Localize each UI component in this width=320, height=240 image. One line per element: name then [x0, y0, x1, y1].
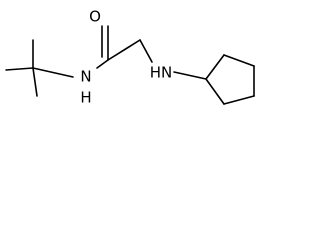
bond-amine-to-cyclopentyl	[173, 71, 207, 80]
cyclopentyl-ring	[205, 54, 255, 105]
tert-butyl-group	[5, 39, 74, 97]
bond-tbu-methyl-bottom	[32, 67, 38, 97]
ring-bond-1	[205, 54, 225, 80]
bond-tbu-methyl-left	[5, 67, 34, 71]
oxygen-label: O	[89, 8, 101, 26]
bond-tbu-to-nitrogen	[32, 67, 74, 78]
atom-label-amine: HN	[150, 64, 173, 82]
amide-nitrogen-label: N	[80, 68, 91, 86]
bond-carbonyl-to-methylene	[107, 39, 141, 61]
amine-label: HN	[150, 64, 173, 82]
molecule-structure-diagram: O N H HN	[5, 8, 255, 107]
ring-bond-5	[205, 78, 225, 105]
ring-bond-4	[223, 95, 255, 105]
amide-group	[96, 25, 153, 69]
bond-nitrogen-to-carbonyl	[96, 59, 109, 69]
structure-canvas: O N H HN	[0, 0, 267, 120]
amide-hydrogen-label: H	[80, 89, 91, 107]
atom-label-carbonyl-oxygen: O	[89, 8, 101, 26]
ring-bond-2	[223, 54, 255, 67]
bond-methylene-to-amine	[139, 39, 153, 63]
atom-label-amide-nh: N H	[80, 68, 91, 107]
